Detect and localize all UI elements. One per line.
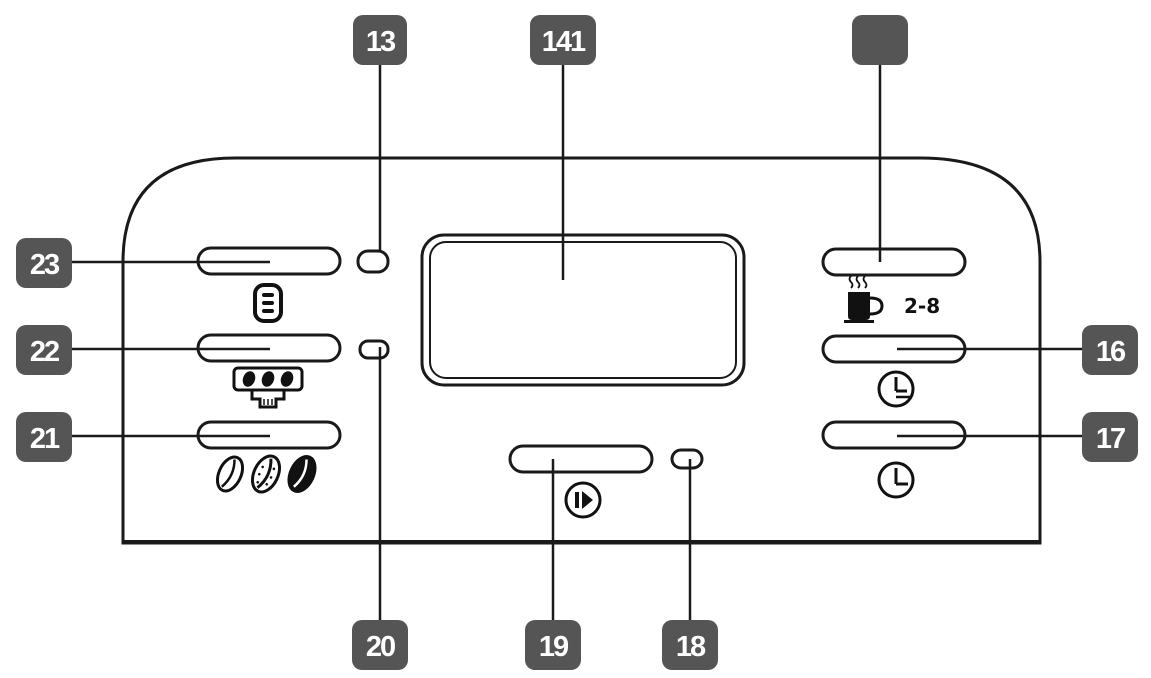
- svg-text:20: 20: [366, 631, 395, 663]
- indicator-led-start: [670, 448, 704, 470]
- clock-icon: [877, 461, 915, 499]
- coffee-beans-icon: [215, 454, 317, 494]
- svg-text:23: 23: [30, 249, 60, 281]
- callout-21: 21: [16, 412, 72, 462]
- svg-text:18: 18: [676, 631, 706, 663]
- leader-lines: [70, 64, 1083, 621]
- indicator-led-top: [356, 249, 390, 274]
- callout-22: 22: [16, 325, 72, 375]
- callout-13: 13: [353, 15, 407, 65]
- coffee-cup-icon: [844, 275, 884, 323]
- callout-15: [852, 15, 908, 65]
- svg-text:19: 19: [539, 631, 569, 663]
- clock-set-icon: [877, 370, 915, 408]
- svg-text:21: 21: [30, 423, 60, 455]
- callout-16: 16: [1082, 325, 1138, 375]
- cups-button[interactable]: [821, 247, 967, 277]
- indicator-led-middle: [358, 339, 390, 360]
- start-button[interactable]: [508, 444, 654, 474]
- callout-17: 17: [1082, 412, 1138, 462]
- callout-18: 18: [662, 620, 718, 670]
- callout-23: 23: [16, 238, 72, 288]
- svg-text:13: 13: [366, 26, 396, 58]
- grinder-icon: [232, 366, 304, 409]
- panel-outline: [121, 156, 1042, 545]
- svg-text:141: 141: [542, 26, 586, 58]
- callout-20: 20: [352, 620, 408, 670]
- display-screen: [420, 233, 746, 387]
- cups-range-label: 2-8: [904, 294, 940, 318]
- svg-text:16: 16: [1096, 336, 1126, 368]
- callout-19: 19: [525, 620, 581, 670]
- svg-text:22: 22: [30, 336, 59, 368]
- callout-141: 141: [530, 15, 596, 65]
- start-icon: [564, 481, 602, 519]
- svg-text:17: 17: [1096, 423, 1125, 455]
- menu-icon: [253, 283, 283, 323]
